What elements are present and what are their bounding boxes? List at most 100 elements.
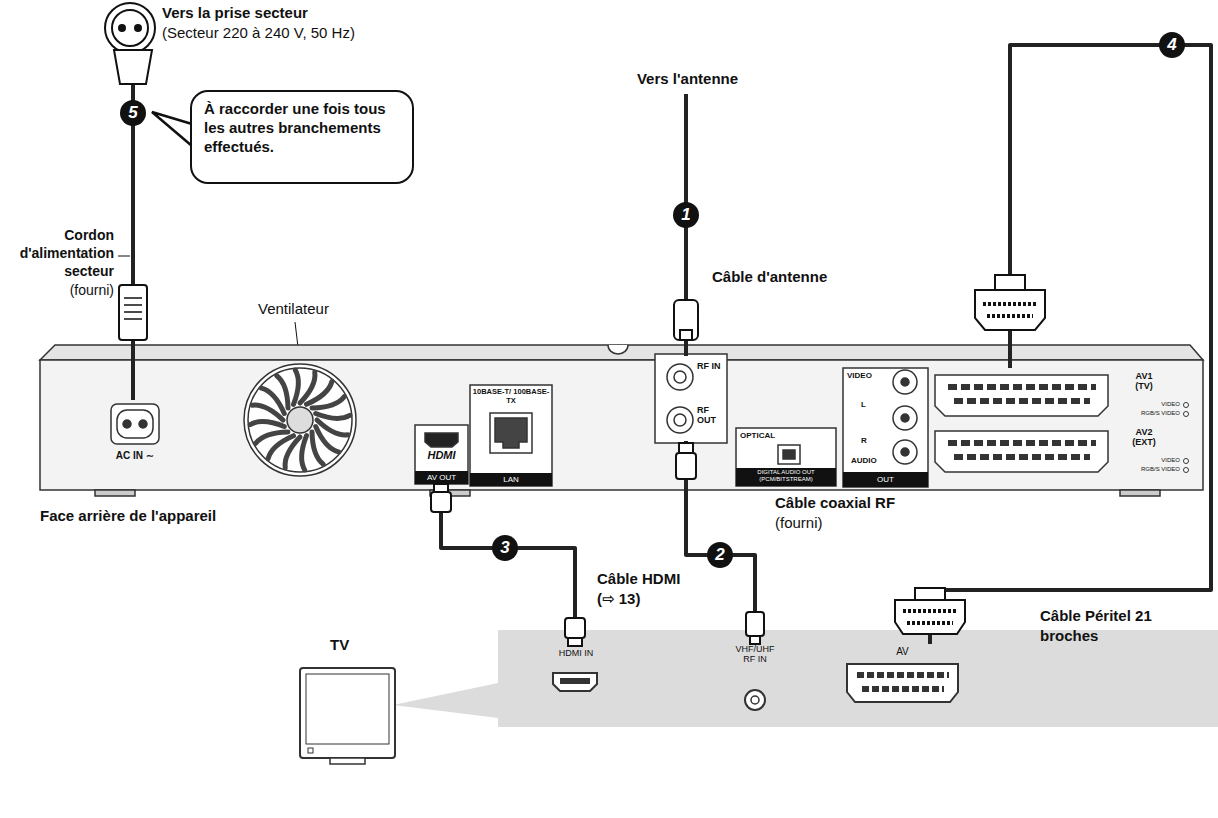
- recorder-panel: [287, 407, 313, 433]
- tv-set: [751, 696, 759, 704]
- jack-node: AV1 (TV)VIDEORGB/S VIDEO: [930, 368, 1195, 422]
- recorder-panel: [674, 371, 686, 383]
- node-text: RF OUT: [697, 406, 723, 426]
- tv-jack-node: AV: [840, 644, 966, 710]
- tv-set: [553, 673, 597, 691]
- tv-set: [300, 630, 1218, 764]
- node-text: Vers la prise secteur: [162, 4, 308, 22]
- fan-blade: [294, 370, 299, 404]
- recorder-panel: [117, 410, 153, 438]
- node-text: DIGITAL AUDIO OUT (PCM/BITSTREAM): [736, 468, 836, 486]
- recorder-panel: [674, 414, 686, 426]
- node-text: Vers l'antenne: [615, 70, 760, 88]
- recorder-panel: [783, 450, 795, 459]
- recorder-panel: [95, 490, 135, 496]
- recorder-panel: [901, 448, 909, 456]
- recorder-panel: [111, 404, 159, 444]
- hdmi-plug: [565, 618, 585, 638]
- rf-plug: [679, 443, 693, 453]
- jack-node: RF OUT: [657, 399, 725, 441]
- fan-blade: [312, 397, 344, 408]
- node-text: RGB/S VIDEO: [1110, 466, 1180, 473]
- recorder-panel: [901, 378, 909, 386]
- wall-socket: [135, 25, 141, 31]
- recorder-panel: [843, 368, 928, 487]
- node-text: HDMI IN: [540, 648, 612, 659]
- cable-label: Câble d'antenne: [712, 268, 827, 286]
- socket-node: Vers la prise secteur (Secteur 220 à 240 …: [98, 0, 418, 84]
- recorder-panel: [667, 364, 693, 390]
- recorder-panel: [495, 418, 527, 448]
- tv-set: [306, 674, 389, 744]
- callout-number: 3: [492, 535, 518, 561]
- recorder-panel: [248, 368, 352, 472]
- tv-jack-node: VHF/UHF RF IN: [713, 644, 797, 716]
- hdmi-plug: [431, 492, 451, 512]
- node-text: LAN: [470, 473, 552, 486]
- scart-plug: [915, 588, 945, 600]
- hdmi-plug: [434, 484, 448, 492]
- fan-blade: [252, 405, 283, 420]
- recorder-panel: [667, 407, 693, 433]
- tv-set: [308, 748, 313, 753]
- recorder-panel: [935, 375, 1108, 416]
- scart-pins: [907, 621, 953, 625]
- fan-blade: [302, 436, 307, 470]
- recorder-panel: [470, 385, 552, 486]
- antenna-node: Vers l'antenne: [615, 66, 761, 94]
- fan-blade: [262, 388, 285, 413]
- jack-node: VIDEOLRAUDIOOUT: [843, 368, 929, 488]
- fan-blade: [317, 420, 348, 435]
- recorder-panel: [608, 345, 628, 354]
- jack-node: HDMIAV OUT: [415, 425, 469, 485]
- fan-blade: [300, 372, 315, 403]
- jack-node: AC IN ∼: [105, 400, 166, 472]
- scart-plug: [995, 275, 1025, 290]
- scart-pins: [983, 302, 1037, 306]
- cable-reference: (⇨ 13): [597, 590, 640, 608]
- tv-set: [857, 672, 949, 678]
- node-text: TV: [330, 636, 349, 654]
- fan-blade: [250, 422, 284, 427]
- recorder-panel: [1184, 403, 1189, 408]
- recorder-panel: [40, 345, 1203, 360]
- recorder-panel: [40, 360, 1203, 490]
- recorder-panel: [139, 420, 147, 428]
- wall-socket: [105, 3, 155, 53]
- tv-jack-node: HDMI IN: [540, 646, 613, 700]
- node-text: (Secteur 220 à 240 V, 50 Hz): [162, 24, 355, 42]
- cable-line: [131, 84, 135, 400]
- recorder-panel: [893, 406, 917, 430]
- recorder-panel: [948, 384, 1096, 390]
- cable-note: (fourni): [775, 514, 823, 532]
- fan-blade: [268, 436, 293, 459]
- recorder-panel: [948, 440, 1096, 446]
- node-text: AV OUT: [415, 471, 468, 484]
- node-text: RF IN: [697, 362, 721, 372]
- plug-ribs: [124, 298, 142, 319]
- recorder-node: Face arrière de l'appareilAC IN ∼HDMIAV …: [40, 345, 1205, 530]
- recorder-panel: [655, 354, 727, 443]
- antenna-plug: [674, 300, 698, 340]
- callout-bubble: À raccorder une fois tous les autres bra…: [190, 90, 414, 184]
- wall-socket: [119, 25, 125, 31]
- recorder-panel: [415, 425, 468, 484]
- recorder-panel: [490, 413, 532, 453]
- tv-set: [393, 683, 498, 718]
- scart-pins: [903, 609, 957, 613]
- node-text: L: [861, 400, 866, 410]
- recorder-panel: [954, 398, 1090, 404]
- wall-socket: [105, 3, 155, 53]
- jack-node: OPTICALDIGITAL AUDIO OUT (PCM/BITSTREAM): [736, 428, 837, 487]
- callout-number: 1: [673, 202, 699, 228]
- tv-set: [847, 664, 958, 702]
- node-text: AV: [840, 646, 965, 658]
- fan-blade: [285, 437, 300, 468]
- fan-blade: [307, 382, 332, 405]
- node-text: R: [861, 436, 867, 446]
- mains-plug: [114, 50, 152, 84]
